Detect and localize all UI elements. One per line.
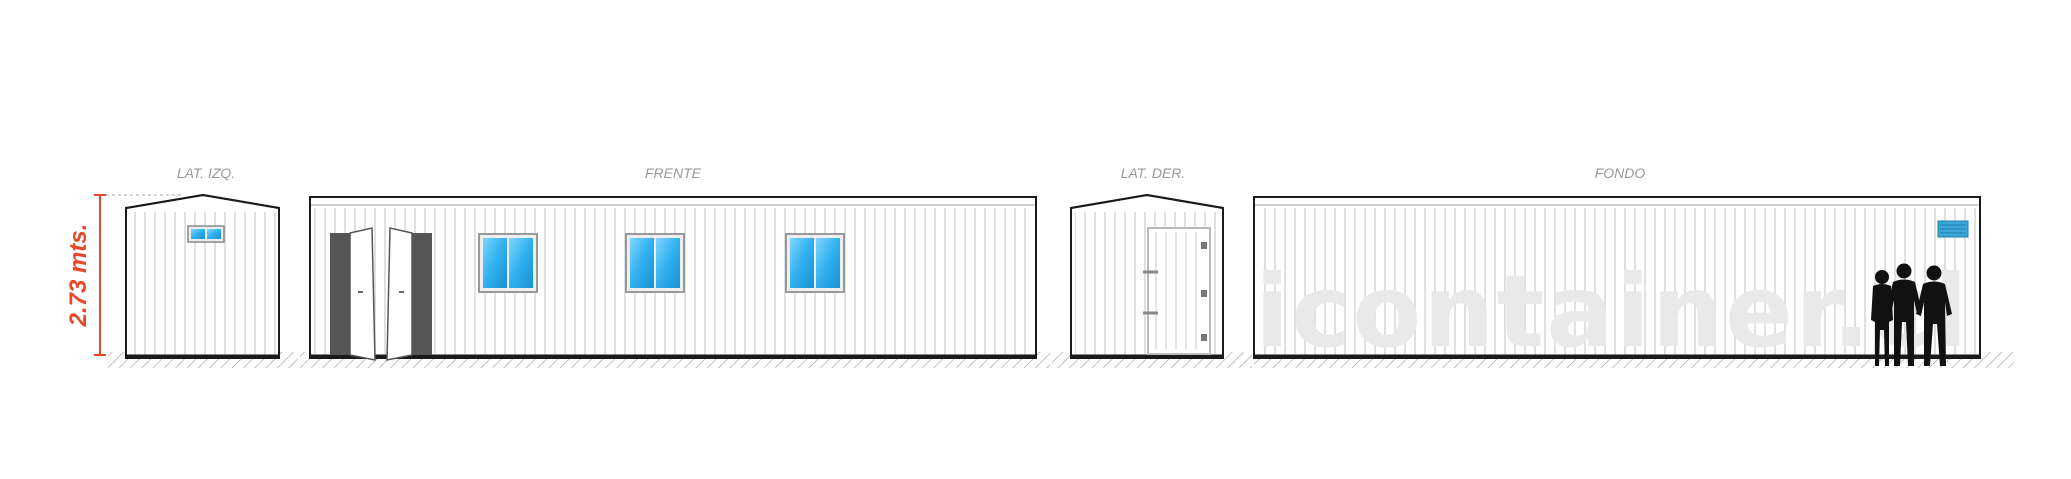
- window-icon: [785, 233, 845, 293]
- window-icon: [478, 233, 538, 293]
- back-view: FONDO icontainer.cl: [1253, 165, 1981, 370]
- people-silhouette-icon: [1871, 263, 1952, 366]
- window-icon: [187, 225, 225, 243]
- right-side-view: LAT. DER.: [1070, 165, 1224, 359]
- watermark-text: icontainer.cl: [1255, 253, 1970, 370]
- height-label: 2.73 mts.: [65, 224, 92, 328]
- right-view-label: LAT. DER.: [1121, 165, 1186, 181]
- door-icon: [330, 227, 432, 361]
- left-view-label: LAT. IZQ.: [177, 165, 235, 181]
- left-side-view: LAT. IZQ.: [125, 165, 280, 359]
- front-view: FRENTE: [309, 165, 1037, 361]
- height-dimension: 2.73 mts.: [65, 194, 182, 356]
- door-icon: [1143, 227, 1211, 355]
- vent-icon: [1937, 220, 1969, 238]
- window-icon: [625, 233, 685, 293]
- front-view-label: FRENTE: [645, 165, 702, 181]
- back-view-label: FONDO: [1595, 165, 1646, 181]
